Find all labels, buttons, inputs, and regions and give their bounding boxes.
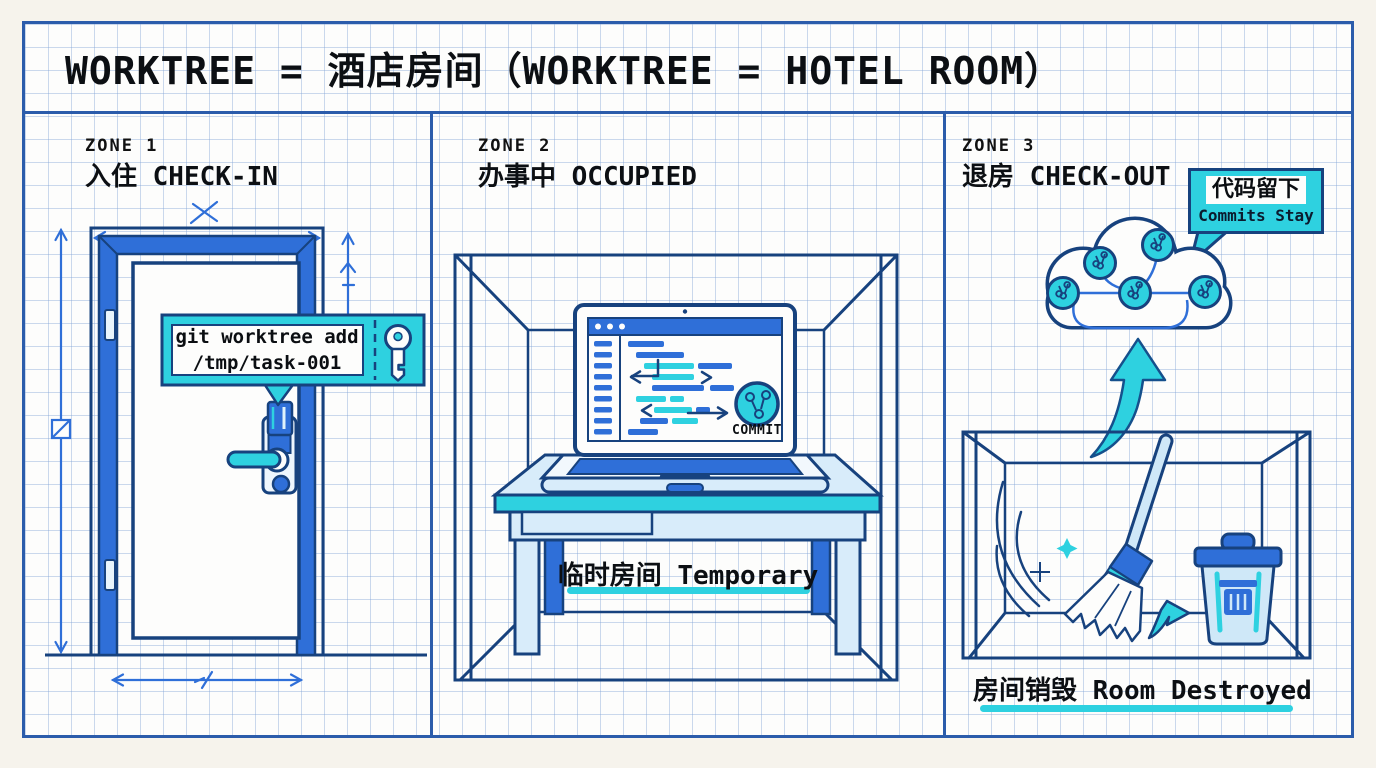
key-tag	[160, 313, 426, 407]
zone1-label: ZONE 1	[85, 136, 159, 156]
zone2-label: ZONE 2	[478, 136, 552, 156]
bubble-subtitle: Commits Stay	[1198, 206, 1314, 225]
knob	[271, 474, 291, 494]
window-titlebar	[587, 317, 783, 336]
git-branch-icon	[745, 390, 771, 419]
commit-badge: COMMIT	[732, 423, 782, 438]
zone-divider-1	[430, 114, 433, 735]
window-controls-icon	[595, 323, 625, 330]
line-number-bars	[594, 341, 612, 435]
trash-glyph	[1219, 580, 1257, 615]
zone-divider-2	[943, 114, 946, 735]
keycard-icon	[266, 400, 294, 437]
plus-sparkle-icon	[1030, 562, 1050, 582]
trash-can-icon	[1193, 532, 1283, 646]
zone2-caption: 临时房间 Temporary	[557, 561, 819, 591]
git-branch-icon	[1055, 233, 1213, 300]
zone3-heading: 退房 CHECK-OUT	[962, 162, 1171, 192]
checkout-illustration	[961, 216, 1312, 712]
hinge-icon	[104, 559, 116, 591]
cloud-icon	[1045, 216, 1233, 330]
git-worktree-command: git worktree add /tmp/task-001	[166, 322, 368, 378]
workroom-illustration	[453, 253, 899, 682]
key-icon	[384, 324, 412, 382]
keyboard	[565, 458, 805, 475]
commit-nodes	[1046, 228, 1222, 310]
laptop-icon	[538, 303, 832, 494]
sweep-motion-lines	[995, 480, 1051, 618]
zone3-label: ZONE 3	[962, 136, 1036, 156]
title-row: WORKTREE = 酒店房间（WORKTREE = HOTEL ROOM）	[25, 24, 1351, 114]
zone3-caption: 房间销毁 Room Destroyed	[973, 676, 1312, 706]
commit-node-icon	[734, 381, 780, 427]
command-line-1: git worktree add	[175, 326, 359, 348]
bubble-title: 代码留下	[1205, 176, 1306, 204]
door-illustration	[45, 200, 427, 690]
desk-drawer	[520, 510, 654, 536]
sweep-arrow-icon	[1147, 599, 1191, 640]
poster-frame: WORKTREE = 酒店房间（WORKTREE = HOTEL ROOM）	[22, 21, 1354, 738]
caption-underline	[567, 587, 810, 594]
zone-1-checkin: ZONE 1 入住 CHECK-IN git worktree add /tmp…	[25, 114, 430, 735]
command-line-2: /tmp/task-001	[192, 352, 342, 374]
webcam-icon	[682, 309, 688, 314]
door-lock	[226, 400, 298, 495]
zone1-heading: 入住 CHECK-IN	[85, 162, 278, 192]
zone-3-checkout: ZONE 3 退房 CHECK-OUT 代码留下 Commits Stay 房间…	[943, 114, 1348, 735]
up-arrow-icon	[1089, 337, 1167, 459]
code-bars	[628, 341, 734, 435]
caption-underline	[980, 705, 1293, 712]
code-flow-arrows	[629, 358, 729, 420]
door-handle-icon	[226, 450, 282, 469]
commits-stay-bubble: 代码留下 Commits Stay	[1188, 168, 1324, 234]
sparkle-icon	[1056, 538, 1078, 559]
zone-2-occupied: ZONE 2 办事中 OCCUPIED COMMIT 临时房间 Temporar…	[430, 114, 943, 735]
zone2-heading: 办事中 OCCUPIED	[478, 162, 697, 192]
broom-icon	[1063, 433, 1174, 643]
hinge-icon	[104, 309, 116, 341]
page-title: WORKTREE = 酒店房间（WORKTREE = HOTEL ROOM）	[65, 49, 1064, 93]
